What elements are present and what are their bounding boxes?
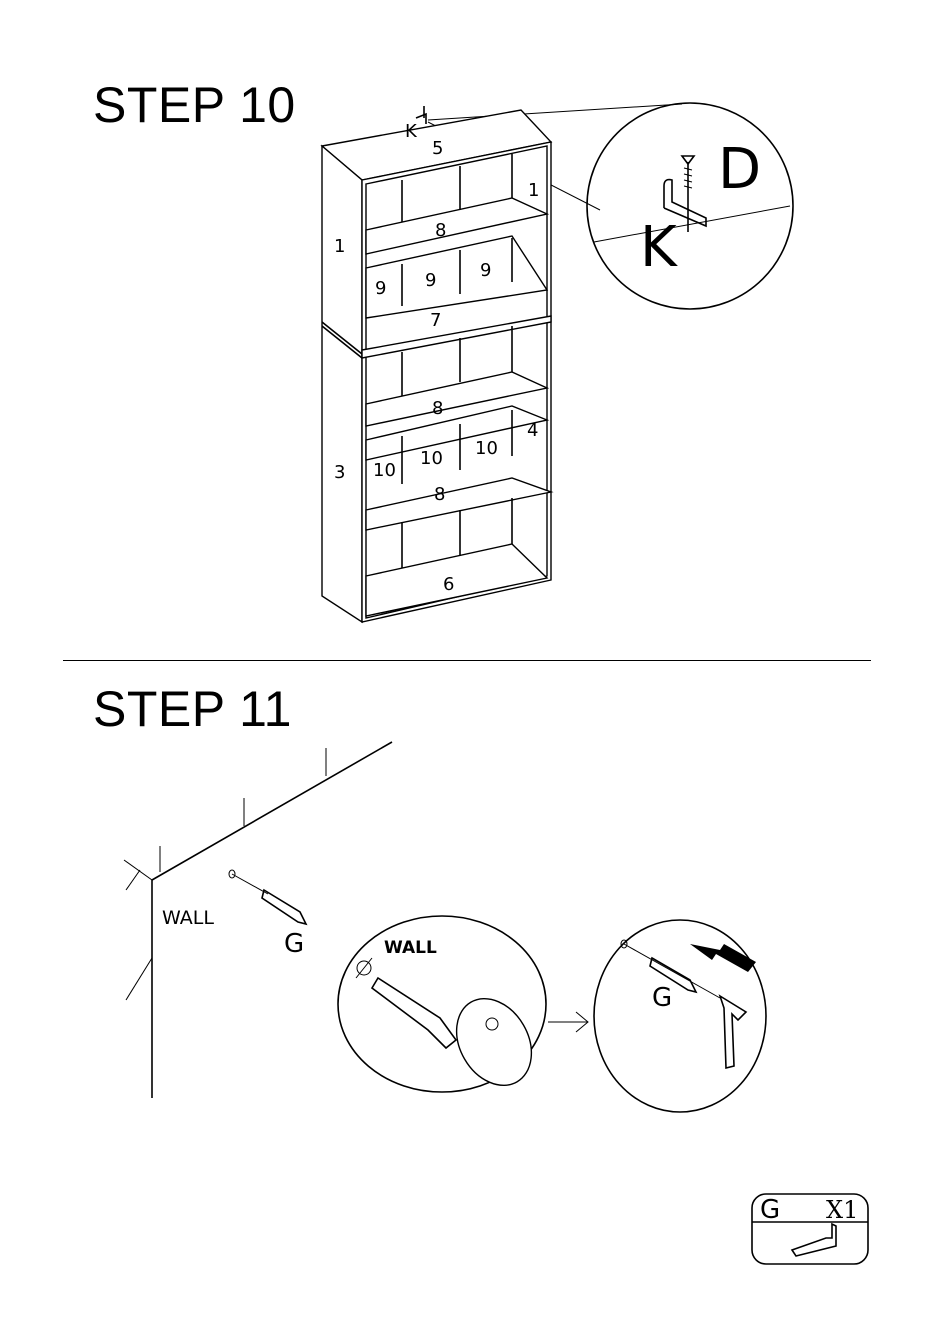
step-11-title: STEP 11 (93, 684, 292, 734)
drill-detail-circle: WALL (338, 916, 546, 1099)
label-divider-a: 9 (375, 278, 386, 299)
anchor-label: G (284, 929, 304, 959)
drill-wall-label: WALL (384, 938, 437, 958)
label-side-left-upper: 1 (334, 236, 345, 257)
bracket-icon (792, 1224, 836, 1256)
label-mid-panel: 7 (430, 310, 441, 331)
parts-box-quantity: X1 (826, 1196, 858, 1224)
label-divider-b: 9 (425, 270, 436, 291)
label-side-right-lower: 4 (527, 420, 538, 441)
label-side-left-lower: 3 (334, 462, 345, 483)
label-divider-f: 10 (475, 438, 498, 459)
detail-screw-label: D (718, 137, 761, 202)
label-shelf-upper: 8 (435, 220, 446, 241)
section-divider (63, 660, 871, 661)
label-shelf-lower-b: 8 (434, 484, 445, 505)
label-side-right-upper: 1 (528, 180, 539, 201)
label-bracket-small: K (405, 121, 418, 142)
label-divider-e: 10 (420, 448, 443, 469)
label-divider-d: 10 (373, 460, 396, 481)
insert-detail-circle: G (594, 920, 766, 1112)
parts-box: G X1 (752, 1194, 868, 1264)
wall-drawing: WALL G (124, 742, 392, 1098)
detail-bracket-label: K (640, 215, 678, 280)
wall-label: WALL (162, 907, 214, 929)
label-bottom-panel: 6 (443, 574, 454, 595)
label-divider-c: 9 (480, 260, 491, 281)
label-top-panel: 5 (432, 138, 443, 159)
parts-box-part: G (760, 1195, 780, 1225)
label-shelf-lower-a: 8 (432, 398, 443, 419)
insert-anchor-label: G (652, 983, 672, 1013)
bracket-detail-circle: D K (587, 103, 793, 309)
